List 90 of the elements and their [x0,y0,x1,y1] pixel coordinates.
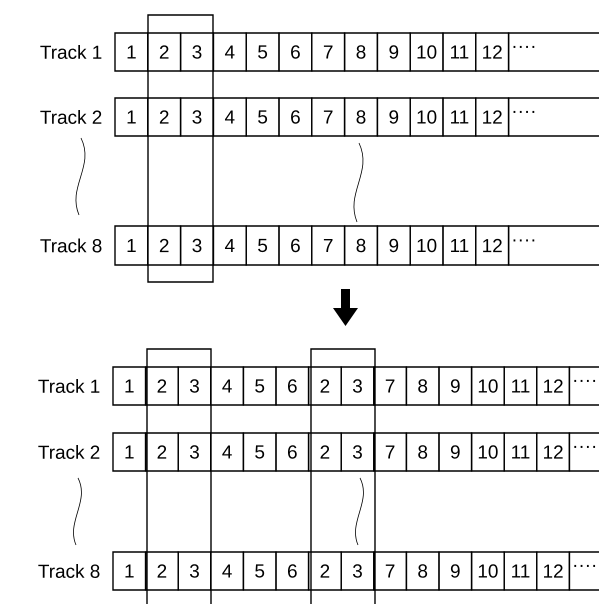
cell: 9 [438,551,472,591]
track-label: Track 8 [40,238,102,252]
cell: 11 [442,32,476,72]
cell: 4 [212,97,247,137]
cell: 2 [144,366,179,406]
cell: 1 [112,551,146,591]
cell: 1 [114,32,148,72]
cell: 6 [278,32,312,72]
cell: 8 [344,32,378,72]
cell: 2 [308,551,342,591]
cell: 8 [344,97,378,137]
open-cell: ···· [568,432,599,472]
cell: 1 [114,225,148,266]
cell: 8 [406,366,440,406]
cell: 11 [442,97,476,137]
cell: 2 [308,432,342,472]
cell: 10 [470,432,505,472]
cell: 6 [275,551,310,591]
cell: 12 [475,32,510,72]
open-cell: ···· [568,366,599,406]
cell: 2 [147,97,182,137]
cell: 12 [536,551,570,591]
cell: 10 [470,366,505,406]
cell: 4 [210,432,244,472]
cell: 1 [112,432,146,472]
cell: 12 [475,225,510,266]
cell: 5 [246,97,280,137]
cell: 2 [147,225,182,266]
cell: 6 [275,366,310,406]
cell: 10 [470,551,505,591]
cell: 4 [212,225,247,266]
cell: 4 [212,32,247,72]
track-label: Track 1 [40,45,102,59]
cell: 6 [278,97,312,137]
cell: 12 [475,97,510,137]
cell: 5 [242,366,277,406]
cell: 7 [311,225,346,266]
cell: 7 [373,366,408,406]
cell: 2 [144,551,179,591]
cell: 3 [178,432,212,472]
cell: 3 [180,225,214,266]
cell: 7 [311,97,346,137]
cell: 10 [410,225,444,266]
cell: 5 [242,432,277,472]
cell: 2 [308,366,342,406]
cell: 8 [406,432,440,472]
cell: 3 [180,32,214,72]
cell: 3 [178,366,212,406]
cell: 10 [410,97,444,137]
cell: 4 [210,366,244,406]
cell: 8 [406,551,440,591]
cell: 3 [340,432,374,472]
cell: 9 [376,32,411,72]
cell: 9 [376,225,411,266]
cell: 6 [275,432,310,472]
track-label: Track 2 [40,110,102,124]
cell: 1 [112,366,146,406]
cell: 6 [278,225,312,266]
cell: 8 [344,225,378,266]
cell: 11 [442,225,476,266]
cell: 10 [410,32,444,72]
cell: 3 [340,551,374,591]
open-cell: ···· [508,32,599,72]
cell: 11 [504,551,538,591]
cell: 7 [373,551,408,591]
cell: 4 [210,551,244,591]
track-label: Track 1 [38,379,100,393]
cell: 7 [373,432,408,472]
cell: 2 [144,432,179,472]
cell: 3 [178,551,212,591]
cell: 11 [504,432,538,472]
track-label: Track 8 [38,564,100,578]
open-cell: ···· [508,225,599,266]
cell: 5 [246,32,280,72]
cell: 12 [536,432,570,472]
cell: 1 [114,97,148,137]
cell: 2 [147,32,182,72]
cell: 11 [504,366,538,406]
cell: 9 [376,97,411,137]
cell: 5 [246,225,280,266]
cell: 3 [180,97,214,137]
cell: 9 [438,366,472,406]
track-label: Track 2 [38,445,100,459]
cell: 12 [536,366,570,406]
cell: 3 [340,366,374,406]
open-cell: ···· [508,97,599,137]
open-cell: ···· [568,551,599,591]
cell: 9 [438,432,472,472]
cell: 5 [242,551,277,591]
cell: 7 [311,32,346,72]
